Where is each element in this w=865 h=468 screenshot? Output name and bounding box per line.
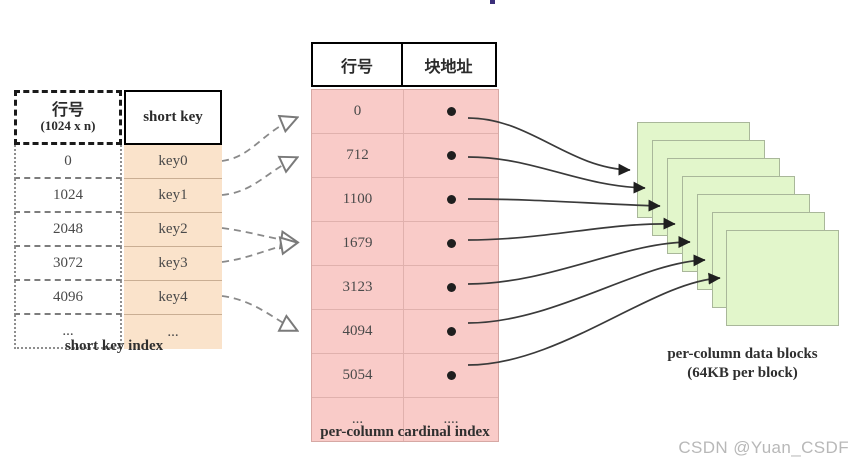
short-key-rownum-cell: 3072	[14, 247, 122, 281]
dashed-arrow	[221, 158, 296, 196]
table-row[interactable]: ... ....	[312, 398, 498, 441]
table-row[interactable]: ... ...	[14, 315, 228, 349]
table-row[interactable]: 1100	[312, 178, 498, 222]
short-key-to-cardinal-arrows	[221, 118, 296, 330]
block-pointer-dot-icon	[446, 107, 456, 116]
table-row[interactable]: 3123	[312, 266, 498, 310]
dashed-arrow	[221, 118, 296, 162]
block-pointer-dot-icon	[446, 151, 456, 160]
cardinal-header-blockaddr: 块地址	[400, 42, 497, 87]
cardinal-rownum-cell: 712	[312, 134, 404, 177]
block-pointer-dot-icon	[446, 327, 456, 336]
cardinal-rownum-cell: 1679	[312, 222, 404, 265]
cardinal-header-row: 行号 块地址	[311, 42, 499, 87]
dashed-arrow	[221, 295, 296, 330]
short-key-key-cell: ...	[124, 315, 222, 349]
table-row[interactable]: 1024 key1	[14, 179, 228, 213]
block-pointer-dot-icon	[446, 371, 456, 380]
cardinal-blockaddr-cell	[404, 266, 498, 309]
solid-arrow	[467, 254, 706, 324]
data-blocks-caption: per-column data blocks (64KB per block)	[620, 345, 865, 383]
short-key-key-cell: key4	[124, 281, 222, 315]
cardinal-header-rownum: 行号	[311, 42, 403, 87]
cardinal-rownum-cell: 3123	[312, 266, 404, 309]
cardinal-blockaddr-cell	[404, 178, 498, 221]
short-key-rownum-cell: 0	[14, 145, 122, 179]
short-key-rownum-cell: 4096	[14, 281, 122, 315]
short-key-index-table: 行号 (1024 x n) short key 0 key0 1024 key1…	[14, 90, 228, 349]
table-row[interactable]: 4096 key4	[14, 281, 228, 315]
short-key-rownum-cell: 2048	[14, 213, 122, 247]
cardinal-blockaddr-cell	[404, 222, 498, 265]
clipped-title-artifact	[490, 0, 495, 4]
data-blocks-caption-line1: per-column data blocks	[667, 346, 818, 362]
short-key-key-cell: key3	[124, 247, 222, 281]
cardinal-rownum-cell: ...	[312, 398, 404, 441]
short-key-header-row: 行号 (1024 x n) short key	[14, 90, 228, 145]
short-key-header-rownum-line1: 行号	[51, 101, 84, 119]
block-pointer-dot-icon	[446, 283, 456, 292]
cardinal-blockaddr-cell	[404, 310, 498, 353]
cardinal-blockaddr-cell	[404, 90, 498, 133]
table-row[interactable]: 0	[312, 90, 498, 134]
short-key-key-cell: key2	[124, 213, 222, 247]
short-key-key-cell: key1	[124, 179, 222, 213]
short-key-header-rownum-line2: (1024 x n)	[40, 118, 96, 134]
solid-arrow	[467, 236, 691, 285]
short-key-rownum-cell: ...	[14, 315, 122, 349]
table-row[interactable]: 0 key0	[14, 145, 228, 179]
cardinal-rownum-cell: 4094	[312, 310, 404, 353]
table-row[interactable]: 4094	[312, 310, 498, 354]
short-key-key-cell: key0	[124, 145, 222, 179]
short-key-header-key: short key	[124, 90, 222, 145]
table-row[interactable]: 1679	[312, 222, 498, 266]
solid-arrow	[467, 217, 676, 241]
dashed-arrow	[221, 243, 296, 263]
dashed-arrow	[221, 227, 296, 242]
short-key-rownum-cell: 1024	[14, 179, 122, 213]
cardinal-index-caption: per-column cardinal index	[320, 424, 490, 440]
cardinal-blockaddr-cell: ....	[404, 398, 498, 441]
cardinal-blockaddr-cell	[404, 134, 498, 177]
table-row[interactable]: 712	[312, 134, 498, 178]
table-row[interactable]: 3072 key3	[14, 247, 228, 281]
short-key-header-rownum: 行号 (1024 x n)	[14, 90, 122, 145]
table-row[interactable]: 5054	[312, 354, 498, 398]
table-row[interactable]: 2048 key2	[14, 213, 228, 247]
cardinal-rownum-cell: 1100	[312, 178, 404, 221]
watermark: CSDN @Yuan_CSDF	[678, 438, 849, 457]
short-key-index-caption: short key index	[64, 338, 164, 354]
cardinal-index-table: 行号 块地址 0 712 1100 1679 3123	[311, 42, 499, 442]
cardinal-rownum-cell: 0	[312, 90, 404, 133]
cardinal-rownum-cell: 5054	[312, 354, 404, 397]
data-blocks-caption-line2: (64KB per block)	[687, 364, 798, 381]
data-block[interactable]	[726, 230, 839, 326]
cardinal-index-body: 0 712 1100 1679 3123 4094	[311, 89, 499, 442]
cardinal-blockaddr-cell	[404, 354, 498, 397]
block-pointer-dot-icon	[446, 239, 456, 248]
block-pointer-dot-icon	[446, 195, 456, 204]
